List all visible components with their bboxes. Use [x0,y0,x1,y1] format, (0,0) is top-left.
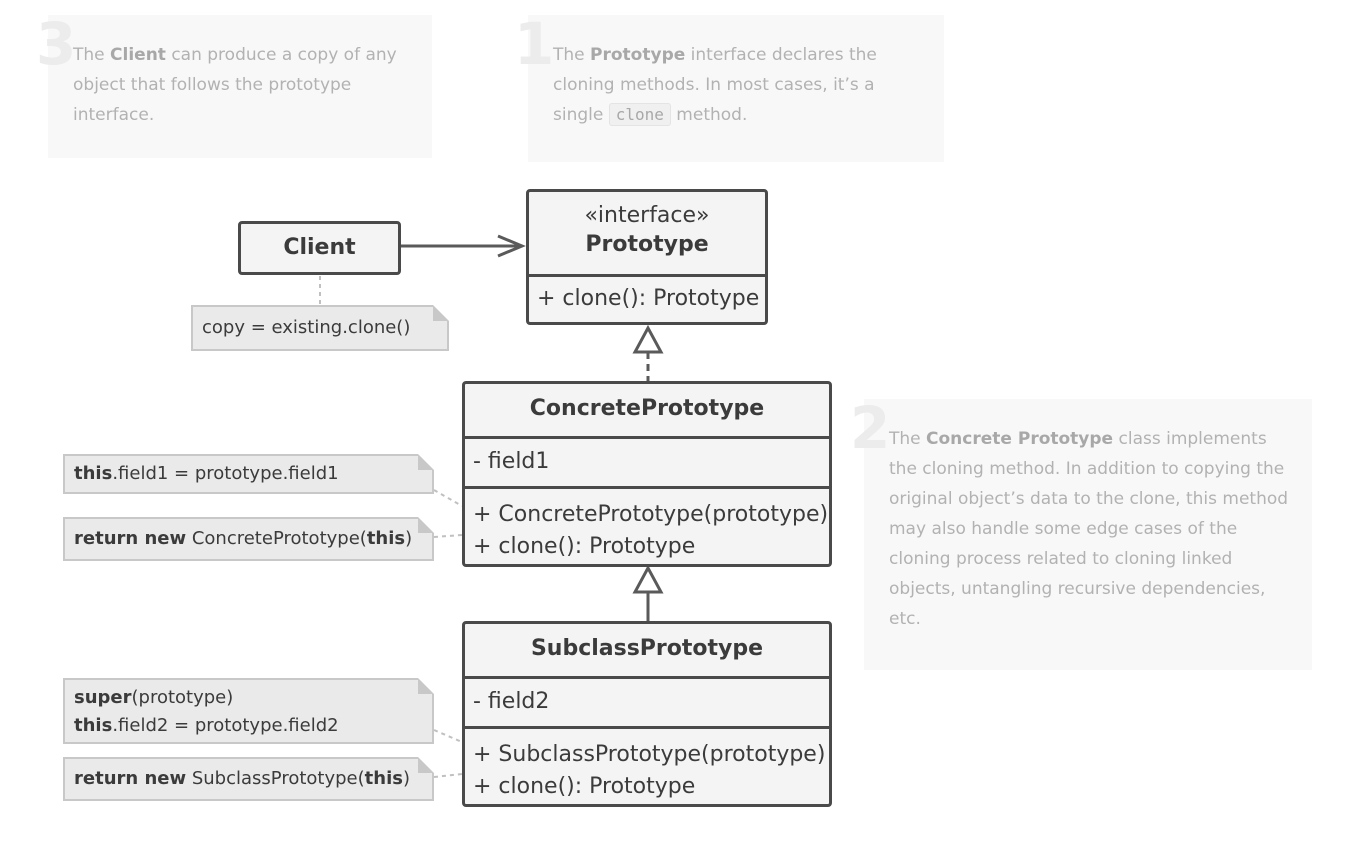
callout-keyword: Client [110,45,166,65]
method: + ConcretePrototype(prototype) [473,502,829,527]
field: - field2 [473,689,550,714]
callout-concrete-prototype: 2 The Concrete Prototype class implement… [850,399,1312,670]
class-client: Client [238,221,401,275]
field: - field1 [473,449,550,474]
method: + clone(): Prototype [473,534,696,559]
class-name: SubclassPrototype [530,636,764,661]
interface-prototype: «interface» Prototype + clone(): Prototy… [526,189,768,325]
note-subclass-clone: return new SubclassPrototype(this) [63,757,434,801]
note-link [433,489,463,507]
inheritance-arrowhead [632,564,664,594]
code-clone: clone [608,103,671,126]
class-name: Prototype [585,232,709,257]
callout-prototype: 1 The Prototype interface declares the c… [514,15,944,162]
callout-number: 3 [36,10,77,78]
class-subclass-prototype: SubclassPrototype - field2 + SubclassPro… [462,621,832,807]
note-link [433,534,463,538]
stereotype: «interface» [584,203,710,228]
association-arrowhead [497,234,526,258]
note-concrete-clone: return new ConcretePrototype(this) [63,517,434,561]
note-client-copy: copy = existing.clone() [191,305,449,351]
callout-keyword: Concrete Prototype [926,429,1114,449]
note-concrete-constructor: this.field1 = prototype.field1 [63,454,434,494]
class-name: Client [283,235,356,260]
class-concrete-prototype: ConcretePrototype - field1 + ConcretePro… [462,381,832,567]
callout-client: 3 The Client can produce a copy of any o… [36,15,432,158]
callout-number: 2 [850,394,891,462]
note-link [433,729,463,743]
note-link [433,773,463,778]
method: + SubclassPrototype(prototype) [473,742,826,767]
realization-arrowhead [632,324,664,354]
callout-number: 1 [514,10,555,78]
class-name: ConcretePrototype [529,396,765,421]
method: + clone(): Prototype [473,774,696,799]
callout-keyword: Prototype [590,45,686,65]
method: + clone(): Prototype [537,286,760,311]
note-subclass-constructor: super(prototype) this.field2 = prototype… [63,678,434,744]
